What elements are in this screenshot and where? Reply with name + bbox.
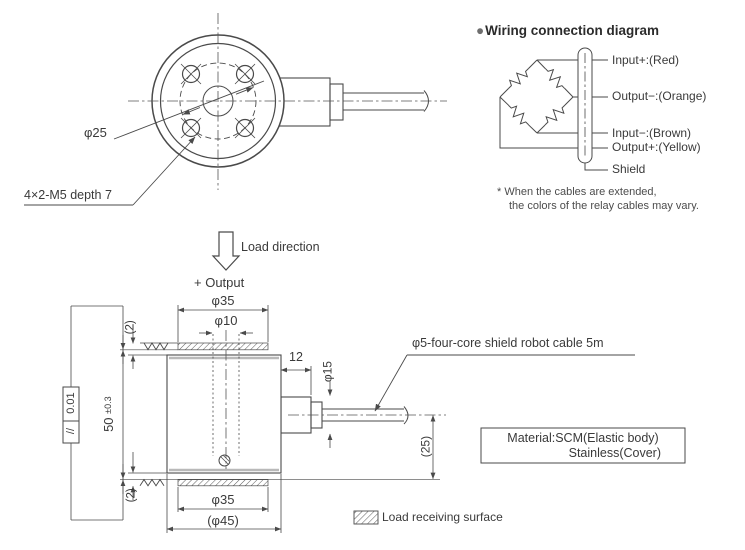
wiring-note-line1: * When the cables are extended, bbox=[497, 186, 657, 198]
dim-50-height bbox=[70, 305, 126, 521]
wire-label-shield: Shield bbox=[612, 162, 646, 176]
output-polarity-label: + Output bbox=[194, 275, 245, 290]
load-direction-label: Load direction bbox=[241, 240, 320, 254]
wiring-title-text: Wiring connection diagram bbox=[485, 23, 660, 38]
wire-label-input-plus: Input+:(Red) bbox=[612, 53, 680, 67]
dim-12 bbox=[280, 366, 312, 395]
side-view bbox=[62, 305, 635, 533]
top-view-centerlines bbox=[128, 13, 447, 190]
dim-phi35-top bbox=[177, 305, 269, 342]
cable-sheath bbox=[577, 47, 608, 171]
center-hole-hidden-lines bbox=[212, 330, 240, 469]
wire-label-output-plus: Output+:(Yellow) bbox=[612, 140, 701, 154]
cable-spec-label: φ5-four-core shield robot cable 5m bbox=[412, 336, 604, 350]
dim-label-phi35-bottom: φ35 bbox=[211, 492, 235, 507]
load-direction-arrow bbox=[211, 231, 241, 271]
cable-label-leader bbox=[374, 354, 635, 412]
roughness-mark-top bbox=[143, 342, 169, 351]
bullet-icon: ● bbox=[476, 23, 485, 38]
dim-leader-m5 bbox=[24, 136, 196, 206]
top-view-connector bbox=[277, 77, 429, 127]
bridge-circuit bbox=[499, 59, 574, 134]
bolt-holes bbox=[180, 63, 256, 139]
dim-label-50: 50 ±0.3 bbox=[100, 384, 116, 444]
dim-label-phi35-top: φ35 bbox=[211, 293, 235, 308]
material-box: Material:SCM(Elastic body) Stainless(Cov… bbox=[481, 428, 685, 463]
dim-label-2-bottom: (2) bbox=[125, 488, 138, 503]
side-view-connector bbox=[280, 396, 446, 434]
load-surface-legend-label: Load receiving surface bbox=[382, 510, 503, 524]
dim-label-phi25: φ25 bbox=[84, 125, 107, 140]
wiring-note-line2: the colors of the relay cables may vary. bbox=[509, 200, 699, 212]
dim-leader-phi25 bbox=[113, 80, 265, 140]
thread-note-label: 4×2-M5 depth 7 bbox=[24, 188, 112, 202]
dim-50-tolerance: ±0.3 bbox=[102, 396, 113, 414]
top-view bbox=[24, 13, 447, 206]
bottom-screw bbox=[218, 454, 231, 467]
load-surface-bottom bbox=[120, 472, 440, 487]
dim-label-2-top: (2) bbox=[124, 320, 137, 335]
load-surface-top bbox=[120, 342, 269, 356]
load-surface-legend-swatch bbox=[353, 510, 379, 525]
dim-label-12: 12 bbox=[289, 350, 303, 364]
parallelism-symbol-label: // bbox=[64, 427, 77, 435]
material-line1: Material:SCM(Elastic body) bbox=[507, 431, 659, 445]
dim-phi35-bottom bbox=[177, 487, 269, 512]
material-line2: Stainless(Cover) bbox=[568, 446, 661, 460]
wire-label-input-minus: Input−:(Brown) bbox=[612, 126, 692, 140]
dim-label-25: (25) bbox=[418, 435, 433, 458]
material-box-border bbox=[480, 427, 686, 464]
dim-phi45 bbox=[166, 474, 282, 533]
wire-label-output-minus: Output−:(Orange) bbox=[612, 89, 707, 103]
dim-label-phi45: (φ45) bbox=[207, 513, 239, 528]
dim-50-value: 50 bbox=[100, 417, 116, 432]
roughness-mark-bottom bbox=[139, 478, 165, 487]
parallelism-value-label: 0.01 bbox=[64, 392, 77, 414]
dim-label-phi10: φ10 bbox=[214, 313, 238, 328]
wiring-diagram bbox=[499, 47, 608, 171]
dim-label-phi15: φ15 bbox=[320, 361, 335, 383]
wiring-diagram-title: ●Wiring connection diagram bbox=[476, 23, 660, 39]
parallelism-frame bbox=[62, 386, 80, 444]
